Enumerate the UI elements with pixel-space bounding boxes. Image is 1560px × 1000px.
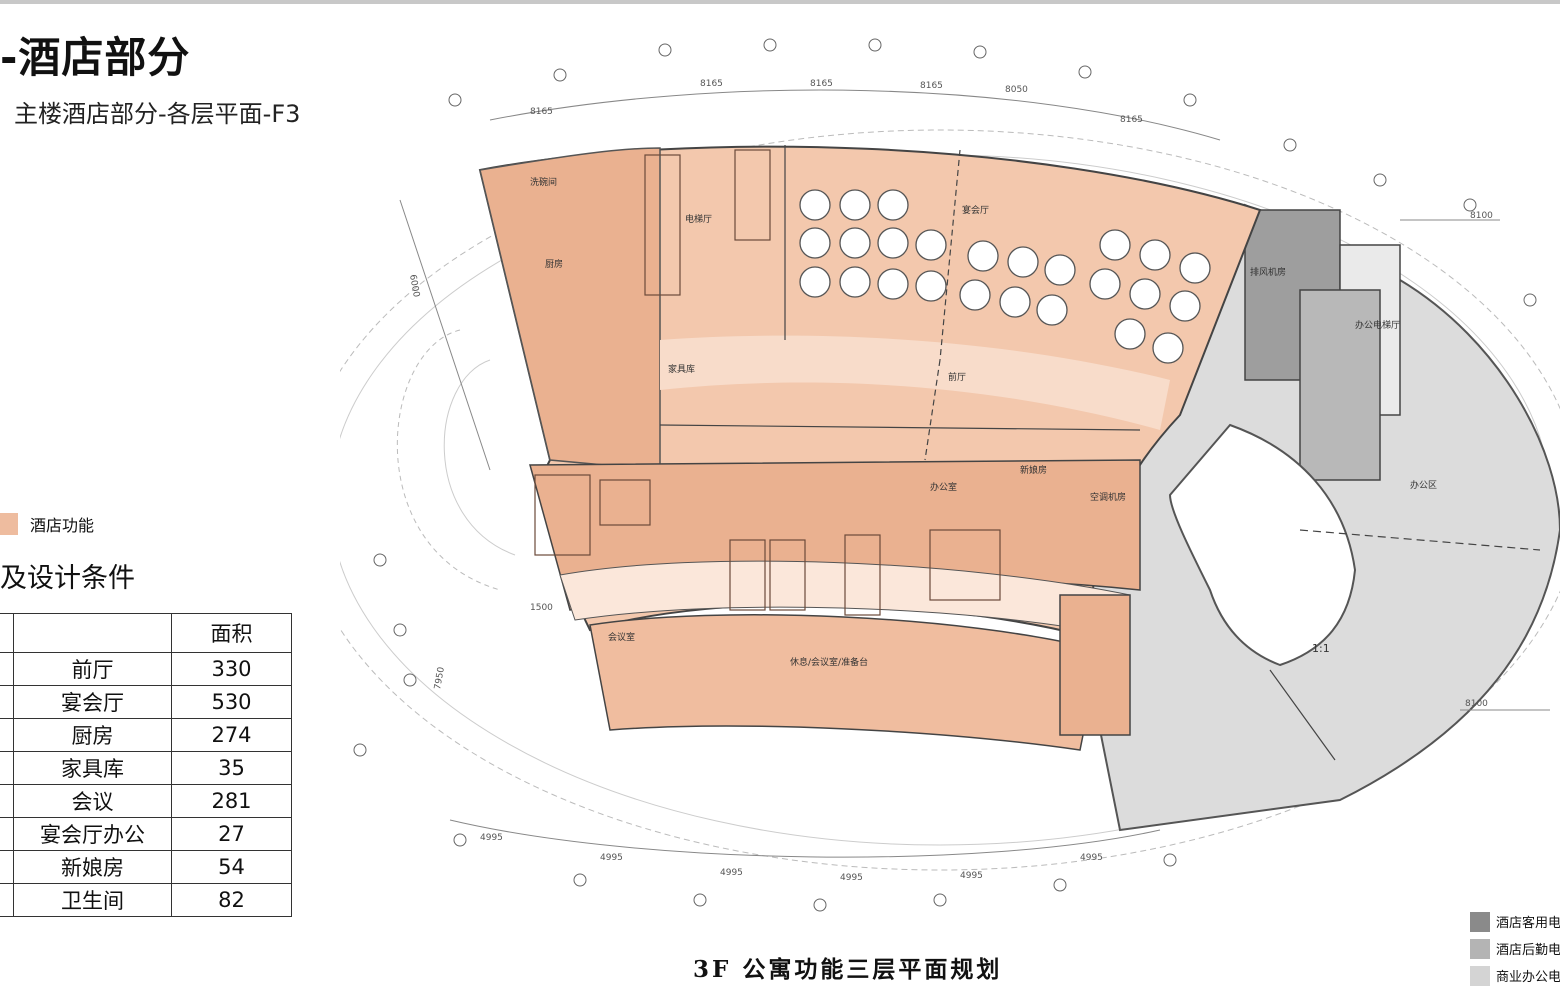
legend-swatch: [1470, 911, 1490, 932]
dimension-label: 1500: [530, 603, 553, 613]
table-cell-name: 宴会厅: [13, 685, 172, 719]
room-label-furniture: 家具库: [668, 363, 695, 375]
dimension-label: 4995: [960, 871, 983, 881]
dimension-label: 8050: [1005, 85, 1028, 95]
legend-item: 酒店客用电: [1470, 908, 1560, 935]
dimension-label: 4995: [720, 868, 743, 878]
legend-item: 商业办公电: [1470, 962, 1560, 989]
page-subtitle: 主楼酒店部分-各层平面-F3: [14, 100, 301, 128]
table-cell-area: 82: [171, 883, 292, 917]
legend-swatch: [1470, 965, 1490, 986]
dimension-label: 6000: [407, 274, 421, 299]
dimension-label: 8165: [700, 79, 723, 89]
banquet-tables: [799, 189, 1211, 364]
legend-label-hotel: 酒店功能: [30, 516, 95, 535]
service-legend: 酒店客用电 酒店后勤电 商业办公电: [1470, 908, 1560, 989]
dimension-label: 8100: [1465, 699, 1488, 709]
table-cell-name: 新娘房: [13, 850, 172, 884]
room-label-banquet: 宴会厅: [962, 204, 989, 216]
top-rule: [0, 0, 1560, 4]
table-cell-area: 281: [171, 784, 292, 818]
table-cell-area: 274: [171, 718, 292, 752]
atrium-void: [1168, 423, 1357, 667]
left-ramp-inner: [443, 359, 516, 556]
room-label-kitchen: 厨房: [545, 258, 563, 270]
table-cell-area: 330: [171, 652, 292, 686]
table-cell-area: 27: [171, 817, 292, 851]
legend-item-label: 酒店客用电: [1496, 916, 1560, 931]
core-grids: [534, 149, 1001, 616]
room-label-foyer: 前厅: [948, 371, 966, 383]
legend-hotel: 酒店功能: [0, 512, 94, 536]
page-title: -酒店部分: [0, 33, 191, 82]
area-table-header-row: 面积: [0, 613, 292, 653]
table-cell-name: 家具库: [13, 751, 172, 785]
floor-plan: 8165 8165 8165 8165 8050 8165 8100 8100 …: [340, 38, 1560, 912]
room-label-bridal: 新娘房: [1020, 464, 1047, 476]
stair-core: [1059, 594, 1131, 736]
dimension-label: 8165: [530, 107, 553, 117]
legend-item-label: 商业办公电: [1496, 970, 1560, 985]
room-label-ac: 空调机房: [1090, 491, 1126, 503]
dimension-label: 8165: [920, 81, 943, 91]
dimension-label: 8100: [1470, 211, 1493, 221]
meeting-strip: [589, 614, 1101, 751]
room-label-office: 办公室: [930, 481, 957, 493]
legend-swatch: [1470, 938, 1490, 959]
partition-lines: [659, 145, 1541, 761]
room-label-ratio: 1:1: [1312, 642, 1330, 655]
table-cell-name: 厨房: [13, 718, 172, 752]
grid-bubbles: [353, 38, 1537, 912]
area-section-heading: 及设计条件: [0, 563, 135, 594]
table-cell-name: 卫生间: [13, 883, 172, 917]
kitchen-zone: [479, 147, 661, 471]
table-cell-area: 530: [171, 685, 292, 719]
area-table-header-name: [13, 613, 172, 653]
table-cell-area: 54: [171, 850, 292, 884]
legend-swatch-hotel: [0, 513, 18, 535]
dimension-label: 4995: [600, 853, 623, 863]
table-cell-name: 前厅: [13, 652, 172, 686]
room-label-elevator-lobby: 电梯厅: [685, 213, 712, 225]
dimension-lines: [399, 89, 1550, 858]
left-ramp-outline: [396, 329, 501, 591]
room-label-wash: 洗碗间: [530, 176, 557, 188]
room-label-office-area: 办公区: [1410, 479, 1437, 491]
dimension-label: 4995: [1080, 853, 1103, 863]
corridor-band: [660, 335, 1170, 430]
room-label-office-elevator: 办公电梯厅: [1355, 319, 1400, 331]
plan-caption: 3F 公寓功能三层平面规划: [693, 956, 1003, 983]
table-cell-name: 宴会厅办公: [13, 817, 172, 851]
legend-item: 酒店后勤电: [1470, 935, 1560, 962]
room-label-fan: 排风机房: [1250, 266, 1286, 278]
room-label-lounge: 休息/会议室/准备台: [790, 656, 868, 668]
area-table-header-area: 面积: [171, 613, 292, 653]
dimension-label: 4995: [840, 873, 863, 883]
dimension-label: 4995: [480, 833, 503, 843]
dimension-label: 7950: [433, 666, 447, 691]
dimension-label: 8165: [1120, 115, 1143, 125]
dimension-label: 8165: [810, 79, 833, 89]
table-cell-area: 35: [171, 751, 292, 785]
table-cell-name: 会议: [13, 784, 172, 818]
area-table-header-blank: [0, 613, 14, 653]
room-label-meeting: 会议室: [608, 631, 635, 643]
outer-ring: [340, 129, 1560, 871]
legend-item-label: 酒店后勤电: [1496, 943, 1560, 958]
grey-core-2: [1299, 289, 1381, 481]
